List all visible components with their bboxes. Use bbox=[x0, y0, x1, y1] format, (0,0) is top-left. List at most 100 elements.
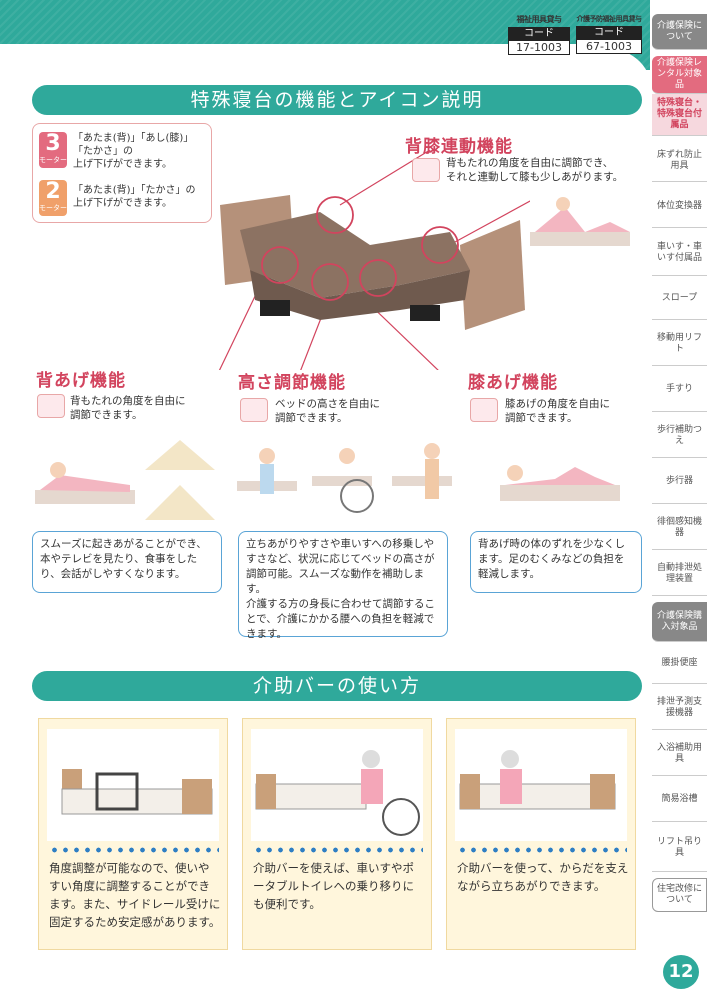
assist-bar-panel-1: 角度調整が可能なので、使いやすい角度に調整することができます。また、サイドレール… bbox=[38, 718, 228, 950]
height-photo bbox=[237, 443, 452, 513]
desc-line: 調節できます。 bbox=[505, 412, 578, 424]
sidebar-item-label: 手すり bbox=[665, 384, 693, 394]
sidebar-item-lift-sling[interactable]: リフト吊り具 bbox=[652, 824, 707, 872]
desc-line: ベッドの高さを自由に bbox=[275, 398, 380, 410]
sidebar-item-label: 床ずれ防止用具 bbox=[656, 149, 702, 171]
code-value: 17-1003 bbox=[508, 40, 570, 55]
dot-divider bbox=[457, 847, 627, 853]
sidebar-item-label: 住宅改修について bbox=[656, 884, 702, 905]
back-note: スムーズに起きあがることができ、本やテレビを見たり、食事をしたり、会話がしやすく… bbox=[32, 531, 222, 593]
sidebar-item-purchase[interactable]: 介護保険購入対象品 bbox=[652, 602, 707, 642]
sidebar-item-bedsore[interactable]: 床ずれ防止用具 bbox=[652, 140, 707, 182]
sidebar-item-home-renovation[interactable]: 住宅改修について bbox=[652, 878, 707, 912]
prevention-code-box: 介護予防福祉用具貸与 コード 67-1003 bbox=[576, 14, 642, 56]
motor-3-text: 「あたま(背)」「あし(膝)」 「たかさ」の 上げ下げができます。 bbox=[73, 132, 193, 171]
height-note: 立ちあがりやすさや車いすへの移乗しやすさなど、状況に応じてベッドの高さが調節可能… bbox=[238, 531, 448, 640]
dot-divider bbox=[253, 847, 423, 853]
desc-line: 背もたれの角度を自由に bbox=[70, 395, 186, 407]
sidebar-item-toilet-seat[interactable]: 腰掛便座 bbox=[652, 644, 707, 684]
sidebar-item-label: 介護保険購入対象品 bbox=[656, 610, 702, 632]
sidebar-item-label: 入浴補助用具 bbox=[656, 742, 702, 764]
motor-text: 「あたま(背)」「あし(膝)」 bbox=[73, 133, 194, 144]
sidebar-item-special-bed[interactable]: 特殊寝台・特殊寝台付属品 bbox=[652, 94, 707, 136]
desc-line: 背もたれの角度を自由に調節でき、 bbox=[446, 157, 614, 169]
panel-text: 角度調整が可能なので、使いやすい角度に調整することができます。また、サイドレール… bbox=[49, 861, 221, 929]
sidebar-item-label: 車いす・車いす付属品 bbox=[656, 241, 702, 263]
motor-2-text: 「あたま(背)」「たかさ」の 上げ下げができます。 bbox=[73, 184, 196, 210]
sidebar-item-cane[interactable]: 歩行補助つえ bbox=[652, 414, 707, 458]
sidebar-item-label: 徘徊感知機器 bbox=[656, 516, 702, 538]
sidebar-item-label: 体位変換器 bbox=[656, 201, 702, 211]
motor-unit: モーター bbox=[39, 156, 67, 164]
sidebar-item-label: 自動排泄処理装置 bbox=[656, 562, 702, 584]
backknee-icon bbox=[412, 158, 440, 182]
back-photo bbox=[35, 440, 215, 520]
height-icon bbox=[240, 398, 268, 422]
motor-number: 2 bbox=[45, 179, 61, 204]
sidebar-item-walker[interactable]: 歩行器 bbox=[652, 460, 707, 504]
sidebar-item-label: 歩行器 bbox=[665, 476, 693, 486]
motor-text: 「たかさ」の bbox=[73, 146, 133, 157]
assist-bar-panel-3: 介助バーを使って、からだを支えながら立ちあがりできます。 bbox=[446, 718, 636, 950]
note-text: 立ちあがりやすさや車いすへの移乗しやすさなど、状況に応じてベッドの高さが調節可能… bbox=[246, 538, 435, 595]
code-caption: 福祉用具貸与 bbox=[516, 15, 563, 24]
motor-number: 3 bbox=[45, 131, 61, 156]
sidebar-item-label: スロープ bbox=[661, 293, 698, 303]
assist-bar-illustration bbox=[47, 729, 219, 841]
knee-photo bbox=[500, 465, 620, 501]
height-desc: ベッドの高さを自由に 調節できます。 bbox=[275, 397, 380, 425]
sidebar-item-positioning[interactable]: 体位変換器 bbox=[652, 186, 707, 228]
dot-divider bbox=[49, 847, 219, 853]
bed-illustration bbox=[218, 150, 530, 370]
sidebar-item-wander-sensor[interactable]: 徘徊感知機器 bbox=[652, 506, 707, 550]
sidebar-item-rental[interactable]: 介護保険レンタル対象品 bbox=[652, 56, 707, 94]
back-desc: 背もたれの角度を自由に 調節できます。 bbox=[70, 394, 186, 422]
knee-title: 膝あげ機能 bbox=[468, 373, 558, 393]
code-value: 67-1003 bbox=[576, 39, 642, 54]
panel-text: 介助バーを使えば、車いすやポータブルトイレへの乗り移りにも便利です。 bbox=[253, 861, 414, 911]
backknee-title: 背膝連動機能 bbox=[405, 137, 513, 157]
height-title: 高さ調節機能 bbox=[238, 373, 346, 393]
sidebar-item-handrail[interactable]: 手すり bbox=[652, 368, 707, 412]
panel-text: 介助バーを使って、からだを支えながら立ちあがりできます。 bbox=[457, 861, 629, 893]
desc-line: 調節できます。 bbox=[275, 412, 348, 424]
sidebar-item-label: 介護保険について bbox=[656, 20, 702, 42]
sidebar-item-label: 歩行補助つえ bbox=[656, 424, 702, 446]
motor-unit: モーター bbox=[39, 204, 67, 212]
sidebar-item-insurance[interactable]: 介護保険について bbox=[652, 14, 707, 50]
sidebar: 介護保険について 介護保険レンタル対象品 特殊寝台・特殊寝台付属品 床ずれ防止用… bbox=[652, 0, 707, 950]
page-number: 12 bbox=[663, 955, 699, 989]
backknee-photo bbox=[530, 197, 630, 246]
section-title: 特殊寝台の機能とアイコン説明 bbox=[32, 85, 642, 115]
motor-text: 上げ下げができます。 bbox=[73, 159, 172, 170]
sidebar-item-wheelchair[interactable]: 車いす・車いす付属品 bbox=[652, 230, 707, 276]
sidebar-item-excretion-predict[interactable]: 排泄予測支援機器 bbox=[652, 686, 707, 730]
assist-bar-drawing bbox=[61, 769, 213, 815]
assist-bar-panel-2: 介助バーを使えば、車いすやポータブルトイレへの乗り移りにも便利です。 bbox=[242, 718, 432, 950]
sidebar-item-bath-aid[interactable]: 入浴補助用具 bbox=[652, 732, 707, 776]
desc-line: それと連動して膝も少しあがります。 bbox=[446, 171, 624, 183]
sidebar-item-label: 腰掛便座 bbox=[661, 658, 698, 668]
assist-bar-illustration bbox=[251, 729, 423, 841]
knee-desc: 膝あげの角度を自由に 調節できます。 bbox=[505, 397, 610, 425]
sidebar-item-label: リフト吊り具 bbox=[656, 836, 702, 858]
back-title: 背あげ機能 bbox=[36, 371, 126, 391]
desc-line: 調節できます。 bbox=[70, 409, 143, 421]
sidebar-item-slope[interactable]: スロープ bbox=[652, 278, 707, 320]
assist-bar-drawing bbox=[255, 750, 420, 836]
rental-code-box: 福祉用具貸与 コード 17-1003 bbox=[508, 14, 570, 56]
sidebar-item-lift[interactable]: 移動用リフト bbox=[652, 322, 707, 366]
note-text: 介護する方の身長に合わせて調節することで、介護にかかる腰への負担を軽減できます。 bbox=[246, 598, 435, 640]
sidebar-item-label: 排泄予測支援機器 bbox=[656, 696, 702, 718]
sidebar-item-label: 特殊寝台・特殊寝台付属品 bbox=[656, 98, 702, 130]
assist-bar-drawing bbox=[459, 750, 616, 810]
sidebar-item-auto-excretion[interactable]: 自動排泄処理装置 bbox=[652, 552, 707, 596]
sidebar-item-label: 移動用リフト bbox=[656, 332, 702, 354]
back-icon bbox=[37, 394, 65, 418]
sidebar-item-label: 簡易浴槽 bbox=[661, 794, 698, 804]
code-label: コード bbox=[508, 27, 570, 40]
sidebar-item-simple-bath[interactable]: 簡易浴槽 bbox=[652, 778, 707, 822]
